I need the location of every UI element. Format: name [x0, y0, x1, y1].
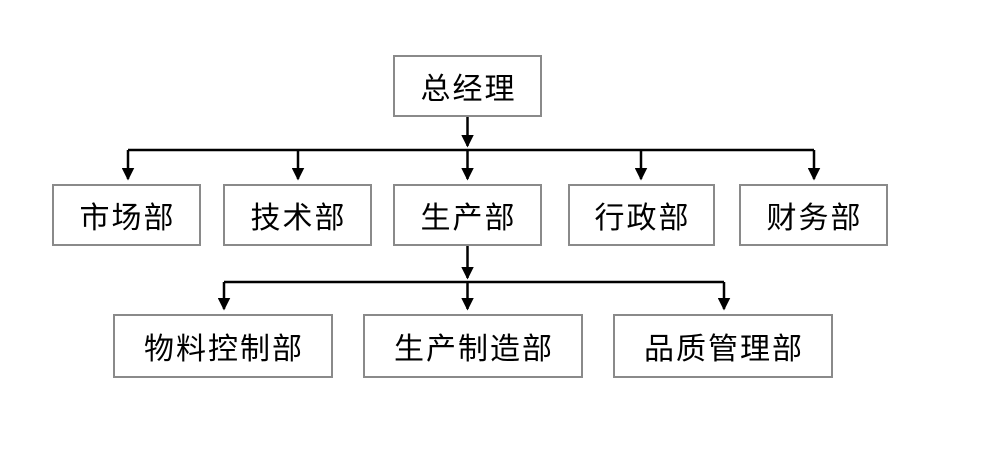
node-label: 行政部	[594, 202, 691, 235]
org-node-technology-dept: 技术部	[223, 184, 372, 246]
org-node-quality-dept: 品质管理部	[613, 314, 833, 378]
org-node-marketing-dept: 市场部	[52, 184, 201, 246]
org-node-manufacturing-dept: 生产制造部	[363, 314, 583, 378]
org-node-production-dept: 生产部	[393, 184, 542, 246]
node-label: 技术部	[250, 202, 347, 235]
node-label: 物料控制部	[144, 333, 304, 366]
org-node-admin-dept: 行政部	[568, 184, 715, 246]
org-node-material-control-dept: 物料控制部	[113, 314, 333, 378]
node-label: 财务部	[766, 202, 863, 235]
node-label: 市场部	[79, 202, 176, 235]
node-label: 品质管理部	[644, 333, 804, 366]
org-node-general-manager: 总经理	[393, 55, 542, 117]
node-label: 总经理	[420, 73, 517, 106]
node-label: 生产制造部	[394, 333, 554, 366]
node-label: 生产部	[420, 202, 517, 235]
org-node-finance-dept: 财务部	[739, 184, 888, 246]
